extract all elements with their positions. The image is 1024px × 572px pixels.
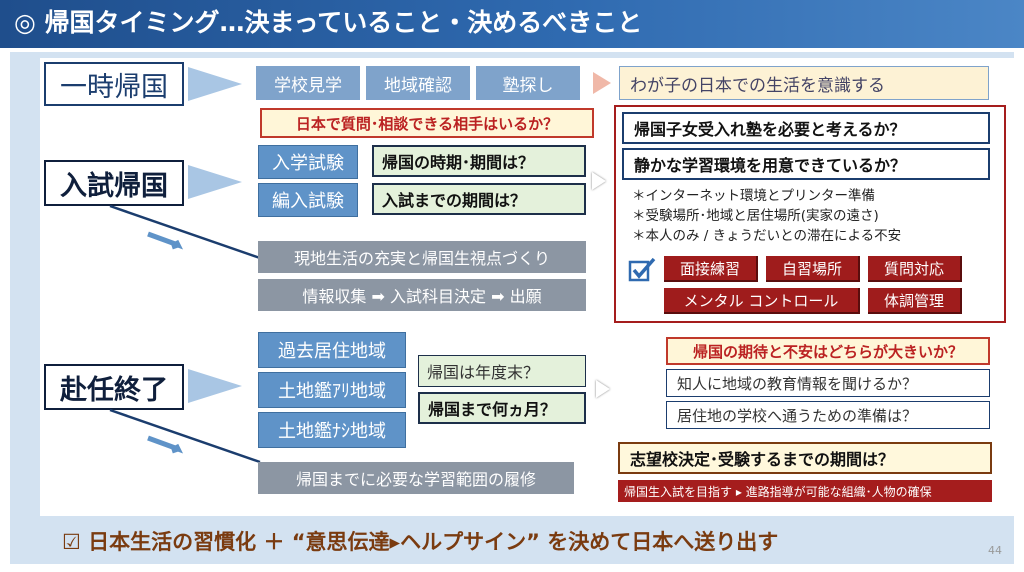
question-local-info: 知人に地域の教育情報を聞けるか？ (666, 369, 990, 397)
category-assignment-end: 赴任終了 (44, 364, 184, 410)
tag-question-support: 質問対応 (868, 256, 962, 282)
question-consult: 日本で質問･相談できる相手はいるか？ (260, 108, 594, 138)
connector-line (109, 408, 261, 464)
question-exam-period: 入試までの期間は？ (372, 183, 586, 215)
exam-entrance: 入学試験 (258, 145, 358, 179)
arrow-down-right-icon (147, 231, 184, 250)
tag-mental-control: メンタル コントロール (664, 288, 860, 314)
page-number: 44 (988, 544, 1002, 557)
connector-line (109, 204, 261, 260)
note-internet: ＊インターネット環境とプリンター準備 (632, 188, 875, 204)
item-cram-search: 塾探し (476, 66, 580, 100)
page-title: ◎ 帰国タイミング…決まっていること・決めるべきこと (14, 8, 643, 37)
outline-arrow-icon (592, 172, 606, 190)
bar-info-gathering: 情報収集 ➡ 入試科目決定 ➡ 出願 (258, 279, 586, 311)
small-arrow-icon (593, 72, 611, 94)
header-bar (0, 0, 1024, 48)
question-months-until-return: 帰国まで何ヵ月？ (418, 392, 586, 424)
item-area-check: 地域確認 (366, 66, 470, 100)
area-familiar: 土地鑑ｱﾘ地域 (258, 372, 406, 408)
tag-interview-practice: 面接練習 (664, 256, 758, 282)
note-stay-anxiety: ＊本人のみ / きょうだいとの滞在による不安 (632, 228, 902, 244)
arrow-right-icon (188, 67, 242, 101)
arrow-right-icon (188, 369, 242, 403)
outline-arrow-icon (596, 380, 610, 398)
question-fiscal-year-end: 帰国は年度末？ (418, 355, 586, 387)
note-exam-location: ＊受験場所･地域と居住場所(実家の遠さ) (632, 208, 879, 224)
footer-message: ☑ 日本生活の習慣化 ＋ “意思伝達▸ヘルプサイン” を決めて日本へ送り出す (62, 530, 779, 554)
arrow-down-right-icon (147, 435, 184, 454)
result-awareness: わが子の日本での生活を意識する (619, 66, 989, 100)
item-school-visit: 学校見学 (256, 66, 360, 100)
question-school-decision: 志望校決定･受験するまでの期間は？ (618, 442, 992, 474)
tag-study-place: 自習場所 (766, 256, 860, 282)
tag-health-management: 体調管理 (868, 288, 962, 314)
question-study-environment: 静かな学習環境を用意できているか？ (622, 148, 990, 180)
category-exam-return: 入試帰国 (44, 160, 184, 206)
bar-career-guidance: 帰国生入試を目指す ▸ 進路指導が可能な組織･人物の確保 (618, 480, 992, 502)
bar-required-study: 帰国までに必要な学習範囲の履修 (258, 462, 574, 494)
exam-transfer: 編入試験 (258, 183, 358, 217)
category-temporary-return: 一時帰国 (44, 62, 184, 106)
check-box-icon (628, 257, 656, 282)
question-expectation-anxiety: 帰国の期待と不安はどちらが大きいか？ (666, 337, 990, 365)
question-return-period: 帰国の時期･期間は？ (372, 145, 586, 177)
question-school-prep: 居住地の学校へ通うための準備は？ (666, 401, 990, 429)
arrow-right-icon (188, 165, 242, 199)
question-cram-needed: 帰国子女受入れ塾を必要と考えるか？ (622, 112, 990, 144)
area-past-residence: 過去居住地域 (258, 332, 406, 368)
bar-local-life: 現地生活の充実と帰国生視点づくり (258, 241, 586, 273)
area-unfamiliar: 土地鑑ﾅｼ地域 (258, 412, 406, 448)
